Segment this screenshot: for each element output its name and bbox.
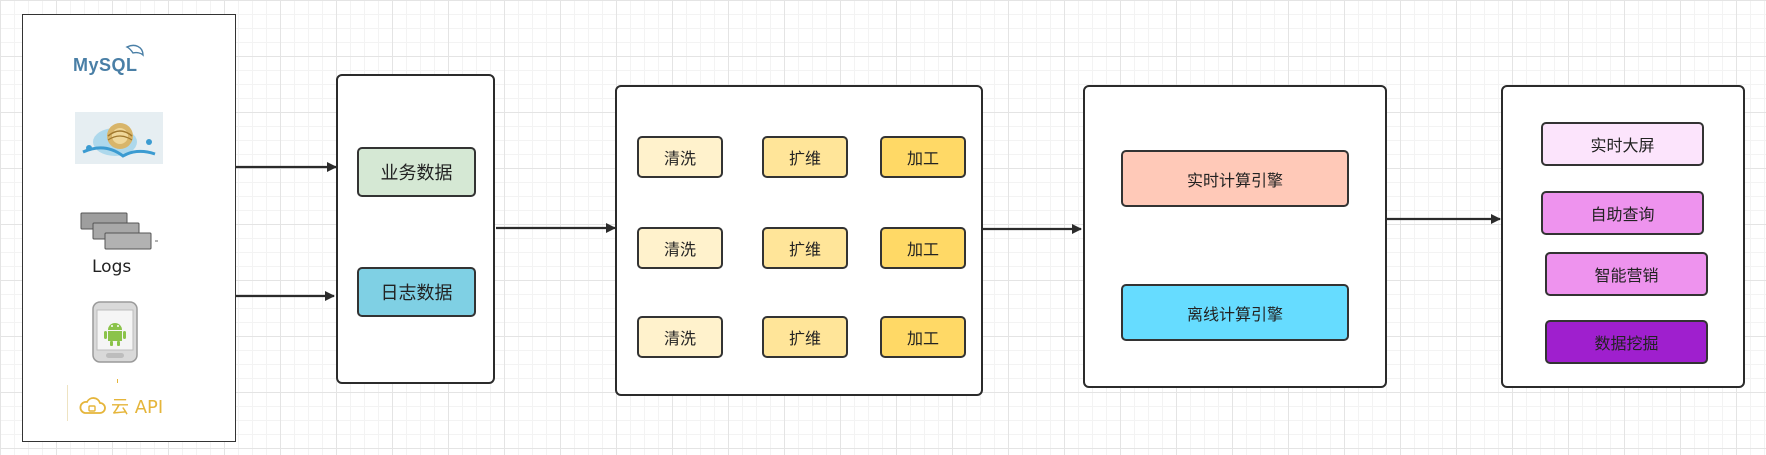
process-step-3: 加工 (880, 316, 966, 358)
expand-step-2: 扩维 (762, 227, 848, 269)
api-tick (117, 379, 118, 383)
flume-collector-icon (82, 123, 156, 158)
processing-panel: 清洗 扩维 加工 清洗 扩维 加工 清洗 扩维 加工 (615, 85, 983, 396)
api-divider (67, 385, 68, 421)
data-mining-box: 数据挖掘 (1545, 320, 1708, 364)
process-step-1: 加工 (880, 136, 966, 178)
ingest-panel: 业务数据 日志数据 (336, 74, 495, 384)
expand-step-3: 扩维 (762, 316, 848, 358)
cloud-api-source: 云 API (67, 379, 177, 425)
android-phone-icon (92, 301, 138, 363)
mobile-app-source (91, 301, 139, 363)
cloud-icon (79, 397, 106, 414)
mysql-logo-text: MySQL (73, 55, 138, 75)
mysql-dolphin-icon (125, 44, 144, 57)
clean-step-3: 清洗 (637, 316, 723, 358)
log-data-box: 日志数据 (357, 267, 476, 317)
process-step-2: 加工 (880, 227, 966, 269)
flume-logo (75, 112, 163, 164)
smart-marketing-box: 智能营销 (1545, 252, 1708, 296)
logs-source: Logs (79, 211, 179, 277)
clean-step-2: 清洗 (637, 227, 723, 269)
data-sources-panel: MySQL Logs (22, 14, 236, 442)
offline-engine-box: 离线计算引擎 (1121, 284, 1349, 341)
api-text: 云 API (111, 397, 164, 418)
compute-engines-panel: 实时计算引擎 离线计算引擎 (1083, 85, 1387, 388)
realtime-engine-box: 实时计算引擎 (1121, 150, 1349, 207)
self-service-query-box: 自助查询 (1541, 191, 1704, 235)
business-data-box: 业务数据 (357, 147, 476, 197)
log-files-icon (80, 212, 158, 250)
cloud-api-label: 云 API (77, 393, 163, 419)
expand-step-1: 扩维 (762, 136, 848, 178)
logs-label: Logs (92, 257, 132, 277)
mysql-logo: MySQL (71, 41, 161, 81)
clean-step-1: 清洗 (637, 136, 723, 178)
applications-panel: 实时大屏 自助查询 智能营销 数据挖掘 (1501, 85, 1745, 388)
realtime-dashboard-box: 实时大屏 (1541, 122, 1704, 166)
